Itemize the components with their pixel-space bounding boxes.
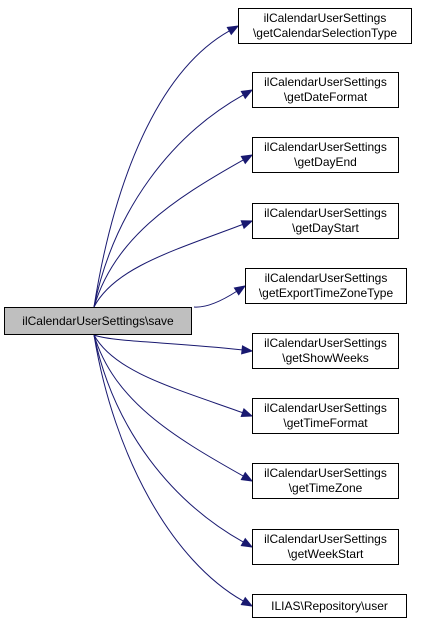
node-label-line2: \getShowWeeks bbox=[282, 351, 369, 365]
node-get-time-format[interactable]: ilCalendarUserSettings \getTimeFormat bbox=[252, 398, 399, 434]
node-get-week-start[interactable]: ilCalendarUserSettings \getWeekStart bbox=[252, 529, 399, 565]
edge-arrowhead bbox=[240, 408, 254, 417]
node-label-line1: ilCalendarUserSettings bbox=[264, 271, 388, 285]
node-label-line1: ilCalendarUserSettings bbox=[264, 75, 387, 89]
edge-line bbox=[93, 334, 244, 602]
node-get-show-weeks[interactable]: ilCalendarUserSettings \getShowWeeks bbox=[252, 333, 399, 369]
edge-arrowhead bbox=[240, 220, 254, 230]
edge-line bbox=[193, 290, 237, 308]
edge-arrowhead bbox=[240, 154, 254, 165]
node-label-line2: \getCalendarSelectionType bbox=[252, 26, 398, 40]
node-label-line2: \getExportTimeZoneType bbox=[258, 286, 394, 300]
edge-arrowhead bbox=[240, 471, 254, 482]
node-get-time-zone[interactable]: ilCalendarUserSettings \getTimeZone bbox=[252, 463, 399, 499]
node-repository-user[interactable]: ILIAS\Repository\user bbox=[252, 594, 407, 618]
node-label-line2: \getDateFormat bbox=[283, 90, 368, 104]
root-node-label: ilCalendarUserSettings\save bbox=[22, 313, 174, 328]
node-label-line1: ilCalendarUserSettings bbox=[264, 532, 387, 546]
node-get-day-start[interactable]: ilCalendarUserSettings \getDayStart bbox=[252, 203, 399, 239]
edge-line bbox=[93, 334, 244, 543]
edge-arrowhead bbox=[240, 537, 254, 548]
edge-line bbox=[93, 224, 243, 308]
node-label-line1: ilCalendarUserSettings bbox=[264, 206, 387, 220]
edge-arrowhead bbox=[233, 285, 247, 296]
node-label-line1: ilCalendarUserSettings bbox=[264, 140, 387, 154]
node-get-export-time-zone-type[interactable]: ilCalendarUserSettings \getExportTimeZon… bbox=[245, 268, 407, 304]
edge-line bbox=[93, 30, 230, 308]
edge-line bbox=[93, 159, 244, 308]
node-label-line1: ilCalendarUserSettings bbox=[263, 11, 387, 25]
node-label-line1: ilCalendarUserSettings bbox=[264, 401, 387, 415]
node-label-line1: ILIAS\Repository\user bbox=[271, 598, 388, 613]
root-node[interactable]: ilCalendarUserSettings\save bbox=[4, 307, 192, 335]
edge-arrowhead bbox=[240, 89, 254, 100]
node-label-line2: \getDayEnd bbox=[294, 155, 357, 169]
node-label-line2: \getTimeZone bbox=[288, 481, 363, 495]
node-label-line1: ilCalendarUserSettings bbox=[264, 336, 387, 350]
node-get-calendar-selection-type[interactable]: ilCalendarUserSettings \getCalendarSelec… bbox=[238, 8, 412, 44]
node-get-day-end[interactable]: ilCalendarUserSettings \getDayEnd bbox=[252, 137, 399, 173]
node-label-line2: \getDayStart bbox=[292, 221, 359, 235]
edge-arrowhead bbox=[226, 25, 240, 36]
edge-line bbox=[93, 334, 244, 477]
edge-arrowhead bbox=[240, 596, 254, 607]
edge-line bbox=[93, 334, 243, 414]
node-label-line2: \getWeekStart bbox=[287, 547, 364, 561]
node-label-line1: ilCalendarUserSettings bbox=[264, 466, 387, 480]
edge-line bbox=[93, 94, 244, 308]
edge-arrowhead bbox=[241, 345, 254, 355]
node-label-line2: \getTimeFormat bbox=[283, 416, 368, 430]
edge-line bbox=[93, 334, 243, 351]
node-get-date-format[interactable]: ilCalendarUserSettings \getDateFormat bbox=[252, 72, 399, 108]
